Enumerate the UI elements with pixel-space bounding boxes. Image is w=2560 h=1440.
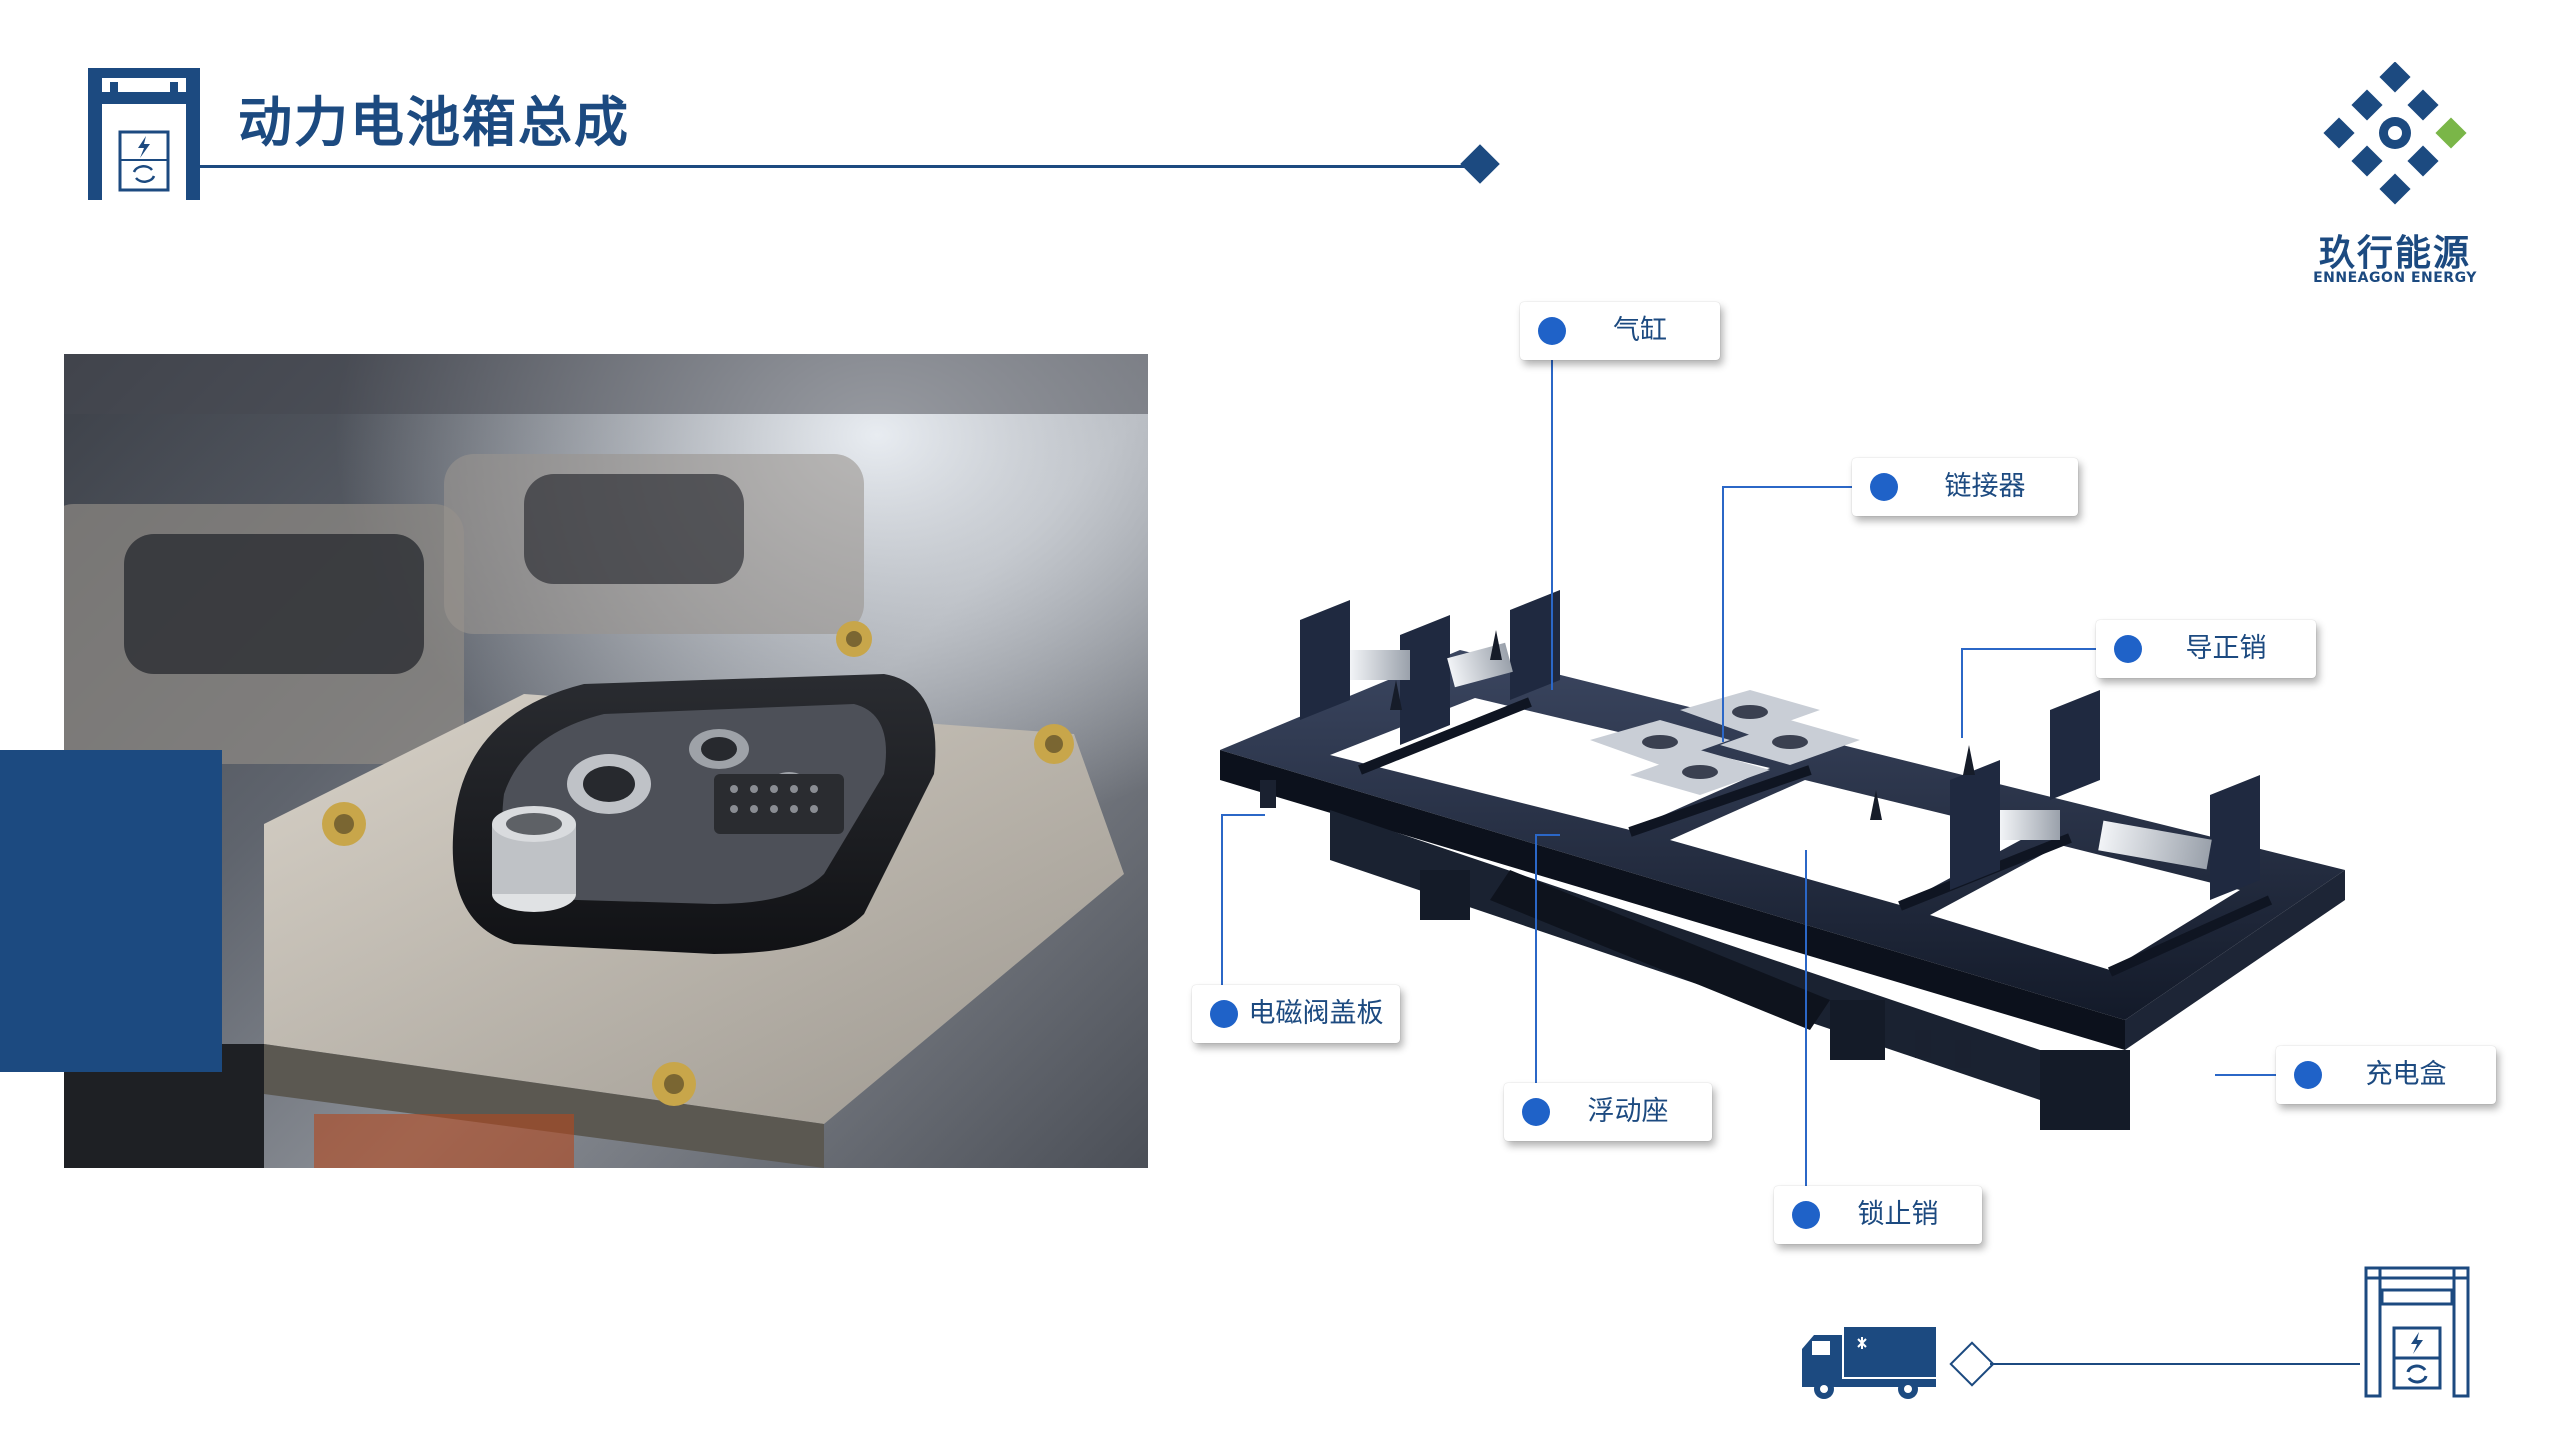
callout-dot [1210, 1000, 1238, 1028]
callout-guide-pin: 导正销 [2096, 620, 2316, 678]
callout-cylinder: 气缸 [1520, 302, 1720, 360]
truck-icon [1802, 1327, 1936, 1399]
callout-dot [1522, 1098, 1550, 1126]
callout-lock-pin: 锁止销 [1774, 1186, 1982, 1244]
header-divider [198, 165, 1476, 168]
accent-block [0, 750, 222, 1072]
diamond-marker [1460, 144, 1500, 184]
connector-photo [64, 354, 1148, 1168]
callout-label: 电磁阀盖板 [1248, 998, 1384, 1029]
callout-charging-box: 充电盒 [2276, 1046, 2496, 1104]
callout-dot [1870, 473, 1898, 501]
brand-name-en: ENNEAGON ENERGY [2313, 270, 2477, 286]
battery-swap-station-icon [88, 68, 200, 200]
callout-dot [2294, 1061, 2322, 1089]
battery-swap-station-icon [2364, 1266, 2470, 1398]
footer-divider [1990, 1363, 2360, 1365]
enneagon-logo-icon [2323, 62, 2467, 205]
callout-label: 充电盒 [2365, 1059, 2447, 1090]
callout-label: 锁止销 [1857, 1199, 1939, 1230]
page-title: 动力电池箱总成 [238, 91, 630, 154]
brand-name-cn: 玖行能源 [2318, 233, 2471, 274]
callout-floating-seat: 浮动座 [1504, 1083, 1712, 1141]
callout-dot [1538, 317, 1566, 345]
callout-label: 浮动座 [1587, 1096, 1669, 1127]
callout-label: 气缸 [1613, 315, 1667, 346]
callout-label: 导正销 [2185, 633, 2267, 664]
callout-dot [1792, 1201, 1820, 1229]
callout-label: 链接器 [1944, 471, 2026, 502]
battery-box-chassis-diagram [1220, 590, 2345, 1130]
diamond-marker-outline [1949, 1341, 1995, 1387]
callout-connector: 链接器 [1852, 458, 2078, 516]
callout-solenoid-cover: 电磁阀盖板 [1192, 985, 1400, 1043]
callout-dot [2114, 635, 2142, 663]
